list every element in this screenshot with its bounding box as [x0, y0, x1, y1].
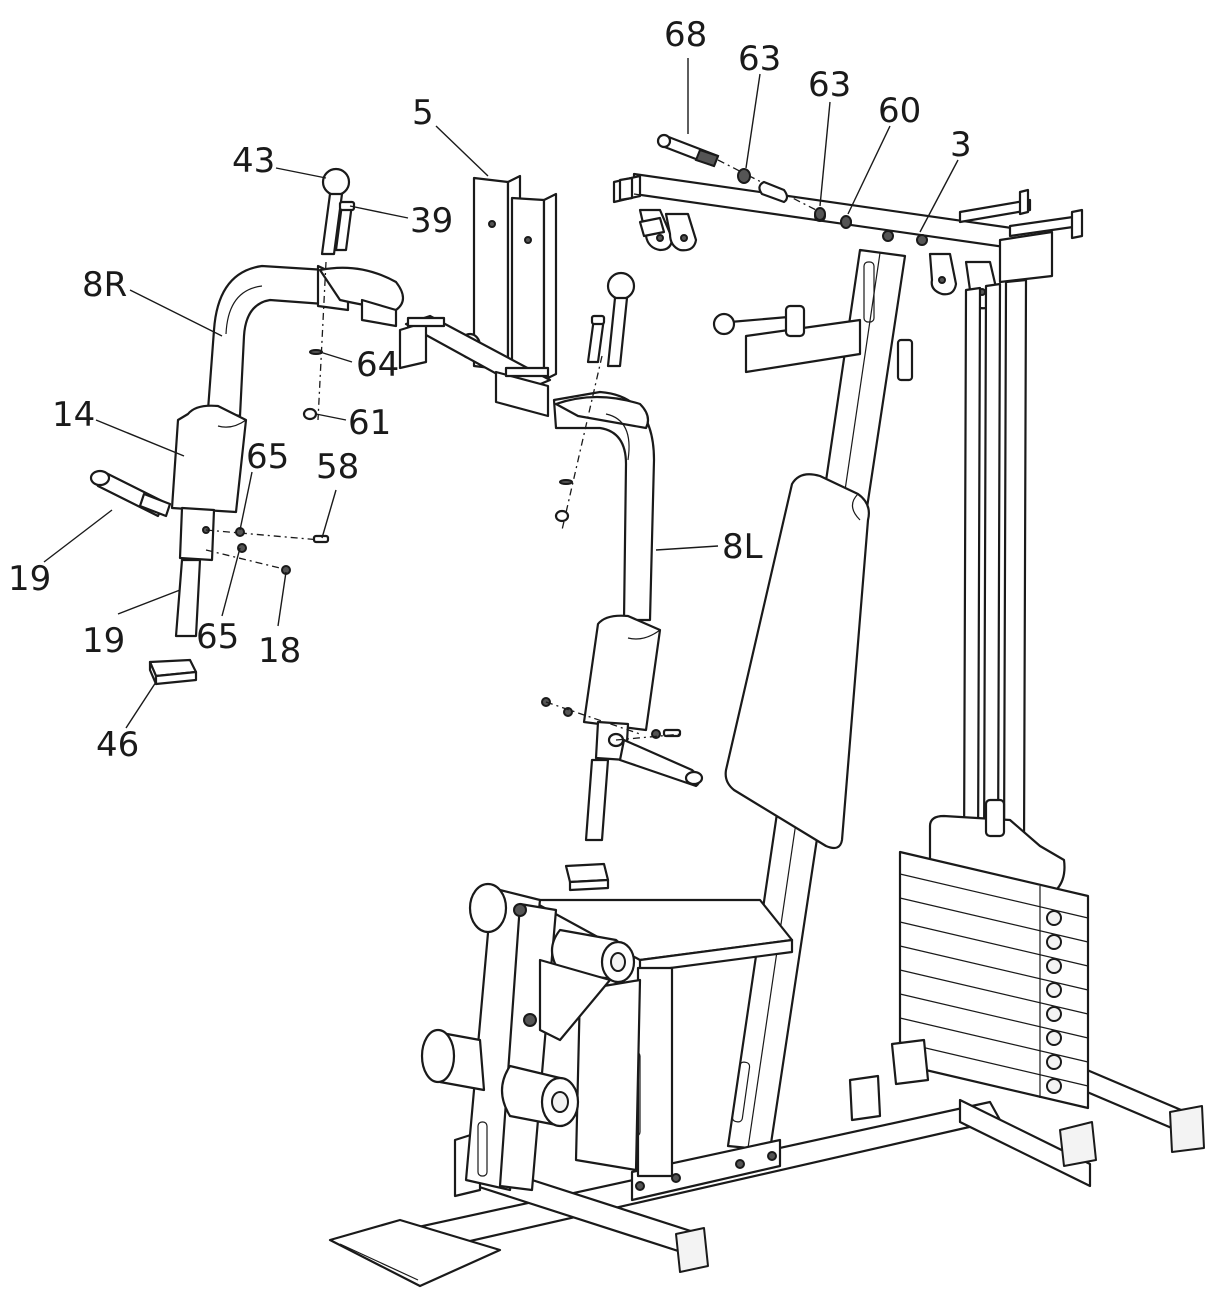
- seat-assembly: [420, 882, 794, 1192]
- weight-plates: [898, 850, 1090, 1110]
- callout-58: 58: [316, 447, 359, 487]
- part-8R-right-arm: [89, 261, 405, 686]
- callout-14: 14: [52, 395, 95, 435]
- callout-65-a: 65: [246, 437, 289, 477]
- weight-stack: [848, 278, 1090, 1122]
- pins-8R: [320, 167, 356, 256]
- callout-60: 60: [878, 91, 921, 131]
- callout-46: 46: [96, 725, 139, 765]
- callout-63-b: 63: [808, 65, 851, 105]
- top-hardware: [656, 133, 852, 229]
- back-pad: [712, 304, 914, 850]
- callout-19-b: 19: [82, 621, 125, 661]
- callout-5: 5: [412, 93, 434, 133]
- callout-63-a: 63: [738, 39, 781, 79]
- callout-61: 61: [348, 403, 391, 443]
- callout-68: 68: [664, 15, 707, 55]
- callout-43: 43: [232, 141, 275, 181]
- callout-3: 3: [950, 125, 972, 165]
- part-8L-left-arm: [541, 271, 704, 892]
- callout-64: 64: [356, 345, 399, 385]
- leader-lines: [43, 58, 959, 729]
- callout-labels: 68 63 63 60 3 5 43 39 8R 64 61 14 65 58 …: [8, 15, 972, 765]
- callout-18: 18: [258, 631, 301, 671]
- part-5-pec-mount: [398, 174, 558, 418]
- callout-8R: 8R: [82, 265, 127, 305]
- callout-8L: 8L: [722, 527, 763, 567]
- callout-19-a: 19: [8, 559, 51, 599]
- callout-39: 39: [410, 201, 453, 241]
- callout-65-b: 65: [196, 617, 239, 657]
